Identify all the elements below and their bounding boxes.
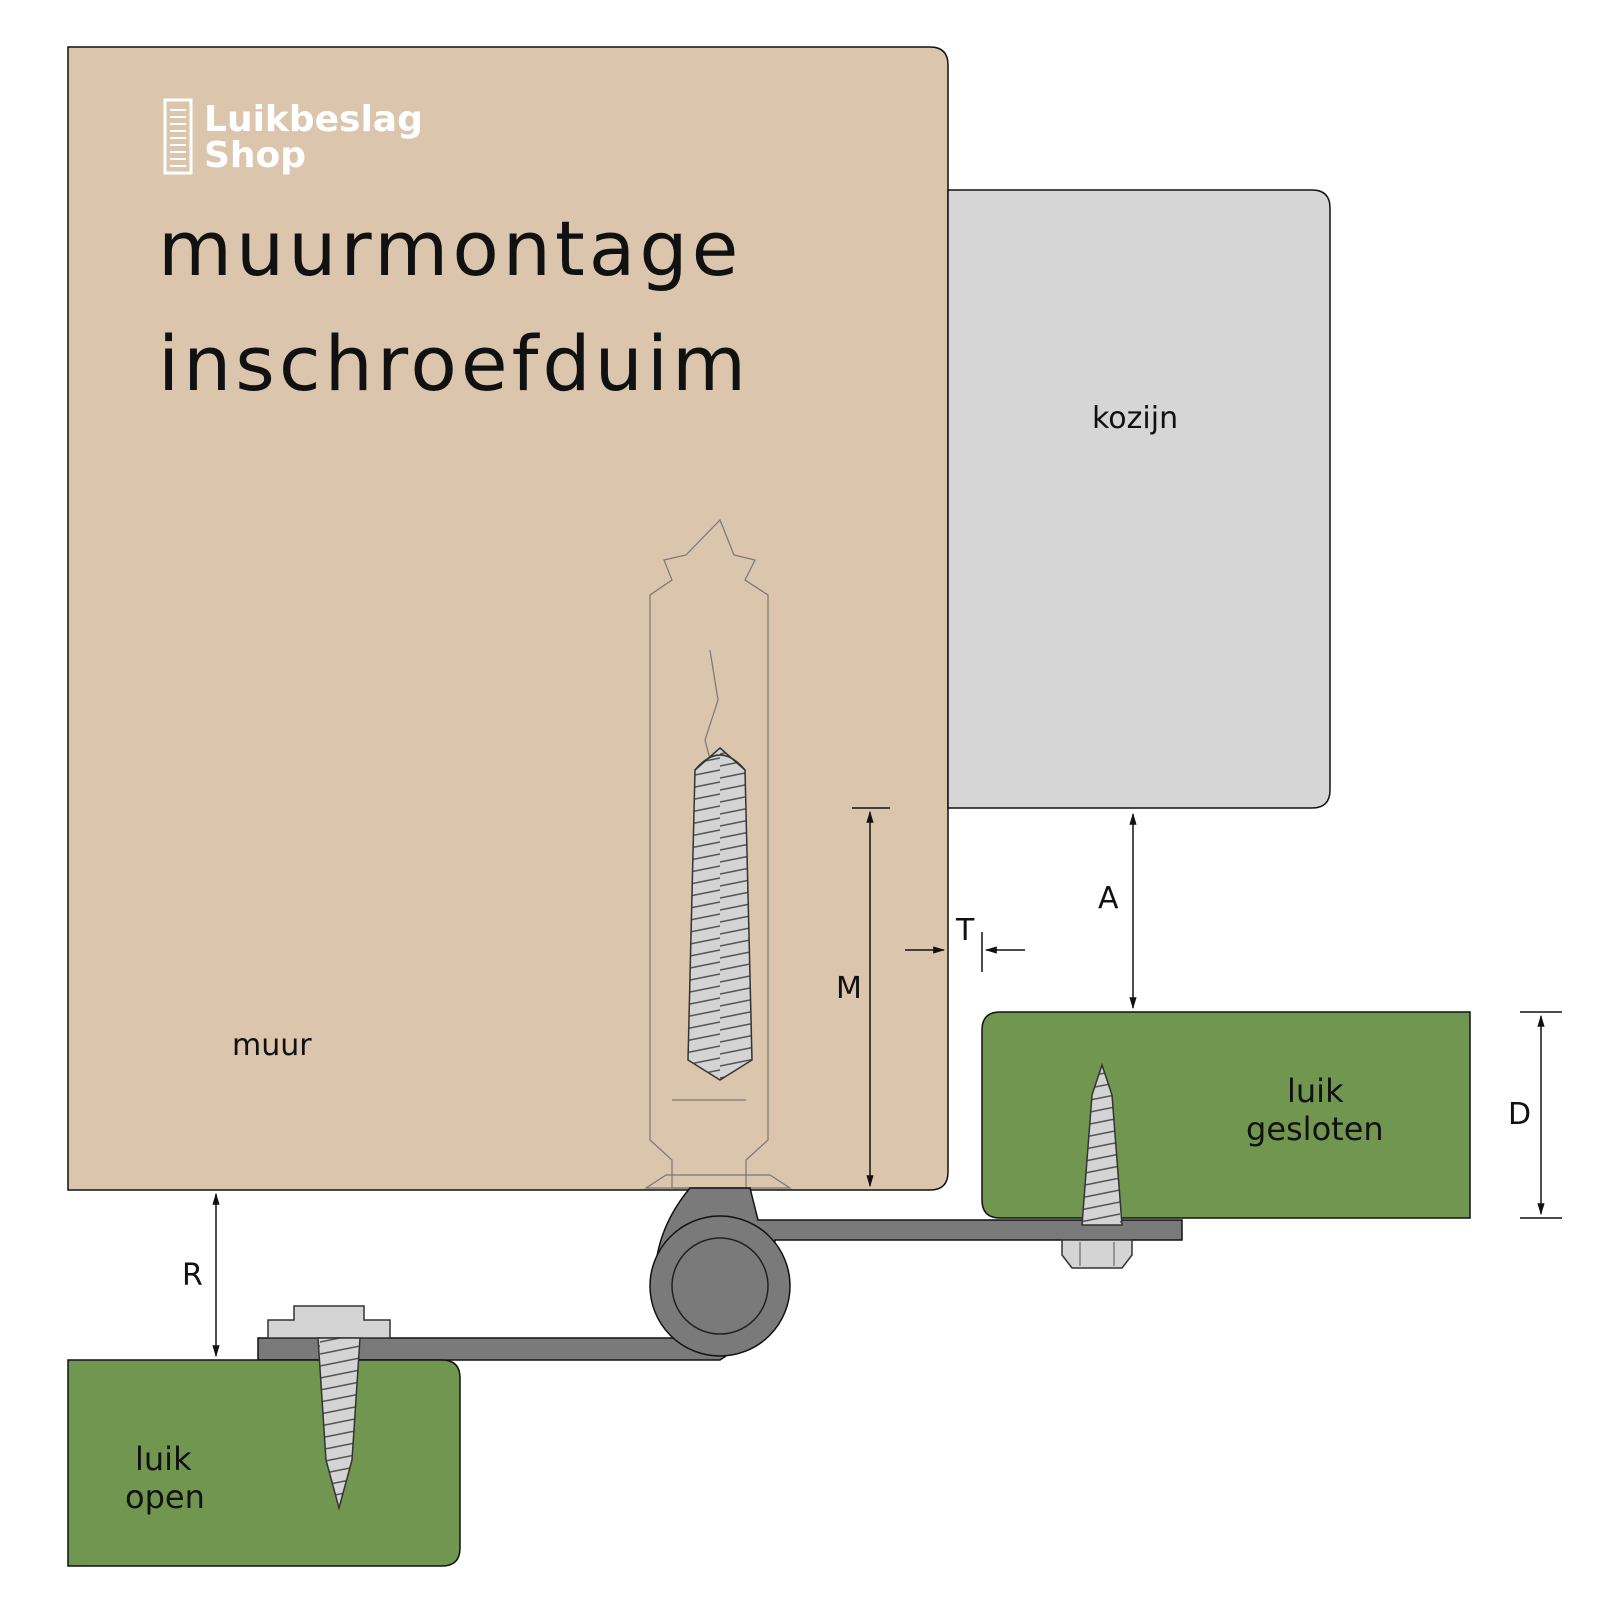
shutter-closed <box>981 1011 1471 1219</box>
dimension-m <box>852 807 890 1188</box>
title-line2: inschroefduim <box>158 319 750 408</box>
hinge-pin-screw <box>687 747 753 1081</box>
shutter-open <box>67 1359 461 1567</box>
shutter-open-label-line2: open <box>125 1478 205 1516</box>
title-line1: muurmontage <box>158 204 742 293</box>
logo-text-line1: Luikbeslag <box>204 99 423 140</box>
logo-text-line2: Shop <box>204 135 306 176</box>
frame-block <box>947 189 1331 809</box>
dimension-t-label: T <box>955 913 975 948</box>
dimension-r-label: R <box>182 1258 203 1293</box>
hinge <box>257 1187 1183 1361</box>
dimension-t <box>905 932 1025 972</box>
frame-label: kozijn <box>1092 401 1178 436</box>
dimension-d-label: D <box>1508 1097 1531 1132</box>
logo-icon <box>163 98 193 175</box>
shutter-closed-label-line2: gesloten <box>1246 1110 1384 1148</box>
dimension-d <box>1520 1011 1562 1219</box>
dimension-a-label: A <box>1098 881 1119 916</box>
shutter-screw-closed <box>1061 1062 1133 1269</box>
shutter-open-label-line1: luik <box>135 1440 192 1478</box>
dimension-m-label: M <box>836 971 862 1006</box>
wall-label: muur <box>232 1028 312 1063</box>
shutter-closed-label-line1: luik <box>1287 1072 1344 1110</box>
shutter-screw-open <box>267 1305 391 1511</box>
